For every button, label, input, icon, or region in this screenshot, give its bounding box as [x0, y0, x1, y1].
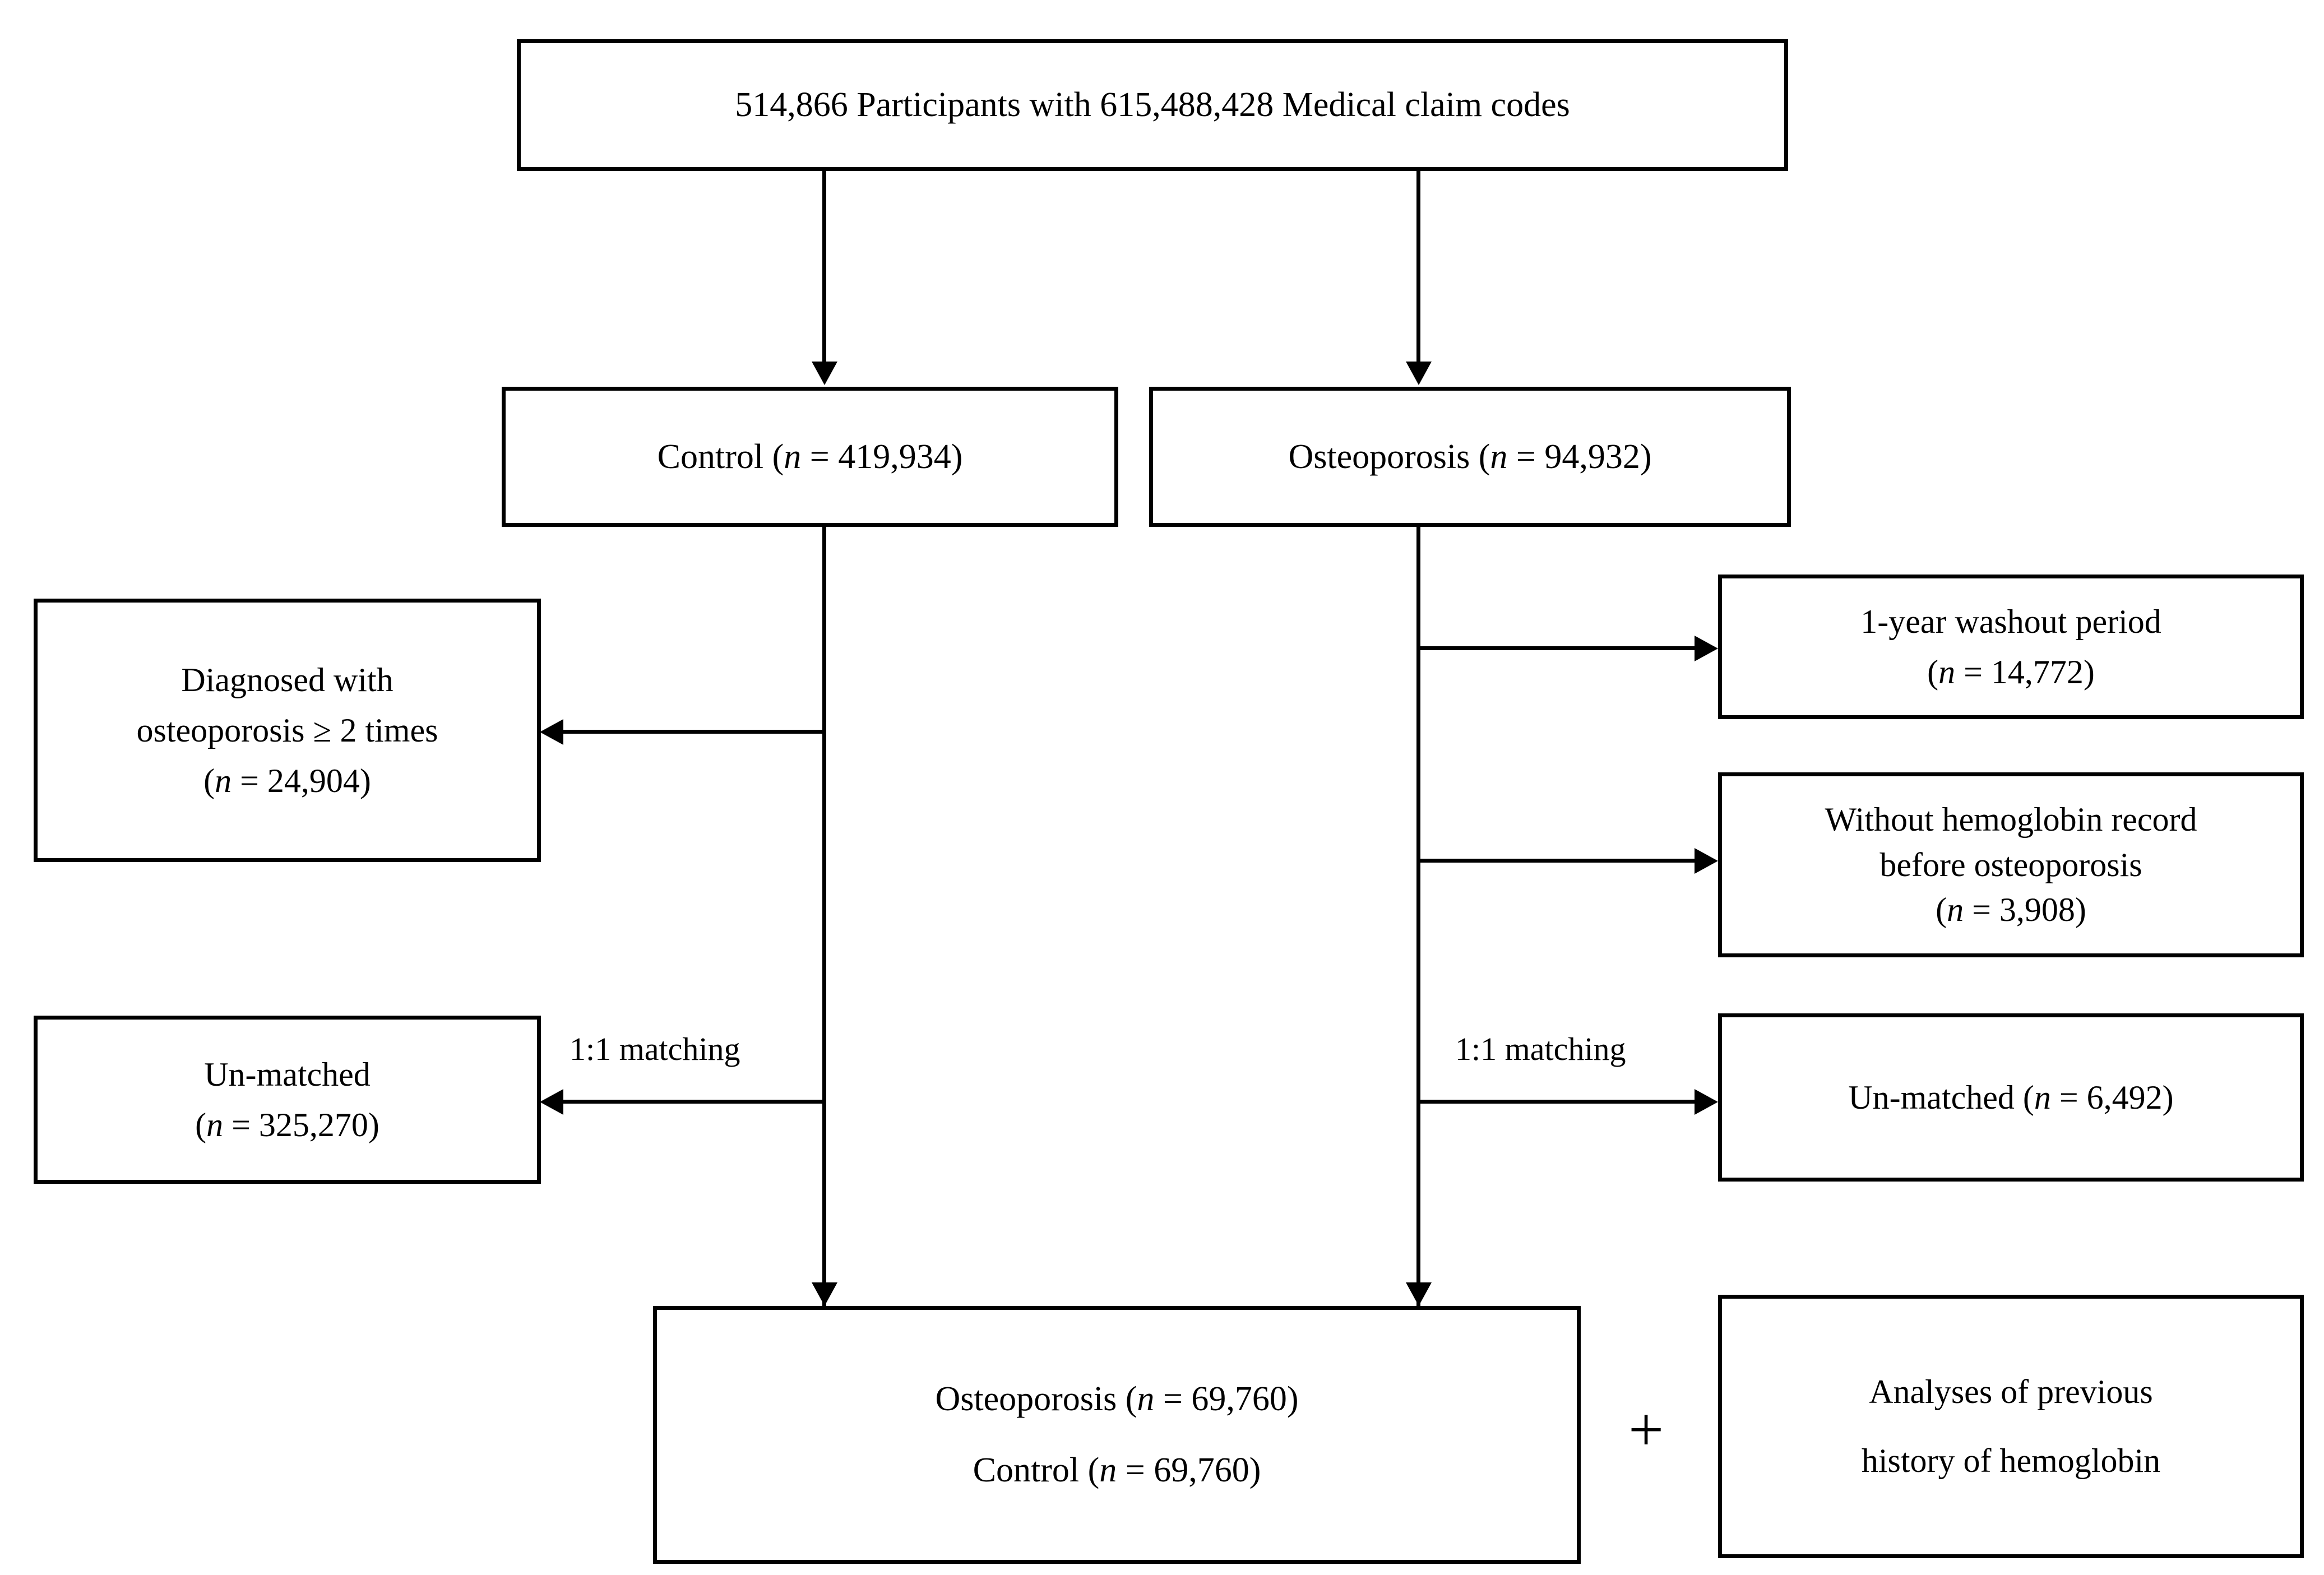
node-excluded-unmatched-control[interactable]: Un-matched (n = 325,270) — [34, 1016, 541, 1184]
excluded-unmatched-control-line-1: Un-matched — [204, 1056, 371, 1093]
excluded-diagnosed-line-2: osteoporosis ≥ 2 times — [136, 712, 438, 749]
control-initial-text: Control (n = 419,934) — [657, 437, 963, 476]
source-cohort-text: 514,866 Participants with 615,488,428 Me… — [735, 86, 1570, 124]
connector-source-to-osteoporosis — [1416, 171, 1420, 364]
arrowhead-osteoporosis-to-final — [1406, 1282, 1432, 1306]
analyses-line-1: Analyses of previous — [1869, 1373, 2153, 1410]
connector-to-excluded-washout — [1418, 646, 1696, 650]
excluded-diagnosed-line-3: (n = 24,904) — [203, 762, 371, 799]
plus-icon: + — [1628, 1395, 1664, 1465]
arrowhead-source-to-osteoporosis — [1406, 362, 1432, 385]
node-excluded-unmatched-osteoporosis[interactable]: Un-matched (n = 6,492) — [1718, 1013, 2304, 1182]
excluded-unmatched-osteoporosis-text: Un-matched (n = 6,492) — [1848, 1079, 2174, 1116]
node-excluded-no-hemoglobin[interactable]: Without hemoglobin record before osteopo… — [1718, 772, 2304, 957]
excluded-no-hemoglobin-line-3: (n = 3,908) — [1936, 891, 2086, 929]
edge-label-matching-right: 1:1 matching — [1452, 1030, 1629, 1068]
connector-osteoporosis-spine — [1416, 527, 1420, 1306]
arrowhead-excluded-diagnosed — [540, 719, 563, 745]
arrowhead-source-to-control — [812, 362, 837, 385]
excluded-no-hemoglobin-line-1: Without hemoglobin record — [1825, 801, 2197, 839]
excluded-unmatched-control-line-2: (n = 325,270) — [195, 1106, 379, 1143]
arrowhead-control-to-final — [812, 1282, 837, 1306]
node-excluded-diagnosed[interactable]: Diagnosed with osteoporosis ≥ 2 times (n… — [34, 599, 541, 862]
connector-to-excluded-diagnosed — [563, 730, 824, 734]
arrowhead-excluded-no-hemoglobin — [1695, 848, 1718, 874]
connector-to-excluded-unmatched-control — [563, 1100, 824, 1104]
final-cohort-control: Control (n = 69,760) — [973, 1451, 1261, 1489]
arrowhead-excluded-unmatched-osteoporosis — [1695, 1089, 1718, 1115]
arrowhead-excluded-unmatched-control — [540, 1089, 563, 1115]
excluded-washout-line-2: (n = 14,772) — [1927, 654, 2095, 691]
node-excluded-washout[interactable]: 1-year washout period (n = 14,772) — [1718, 575, 2304, 719]
osteoporosis-initial-text: Osteoporosis (n = 94,932) — [1288, 437, 1652, 476]
node-source-cohort[interactable]: 514,866 Participants with 615,488,428 Me… — [517, 39, 1788, 171]
node-final-cohort[interactable]: Osteoporosis (n = 69,760) Control (n = 6… — [653, 1306, 1581, 1564]
connector-source-to-control — [822, 171, 826, 364]
excluded-diagnosed-line-1: Diagnosed with — [181, 661, 393, 698]
arrowhead-excluded-washout — [1695, 636, 1718, 661]
node-control-initial[interactable]: Control (n = 419,934) — [502, 387, 1118, 527]
connector-to-excluded-no-hemoglobin — [1418, 859, 1696, 863]
final-cohort-osteoporosis: Osteoporosis (n = 69,760) — [935, 1379, 1299, 1418]
node-osteoporosis-initial[interactable]: Osteoporosis (n = 94,932) — [1149, 387, 1791, 527]
edge-label-matching-left: 1:1 matching — [566, 1030, 744, 1068]
node-analyses-hemoglobin[interactable]: Analyses of previous history of hemoglob… — [1718, 1295, 2304, 1558]
excluded-no-hemoglobin-line-2: before osteoporosis — [1879, 846, 2142, 883]
excluded-washout-line-1: 1-year washout period — [1860, 603, 2161, 640]
connector-control-spine — [822, 527, 826, 1306]
connector-to-excluded-unmatched-osteoporosis — [1418, 1100, 1696, 1104]
analyses-line-2: history of hemoglobin — [1861, 1442, 2161, 1479]
